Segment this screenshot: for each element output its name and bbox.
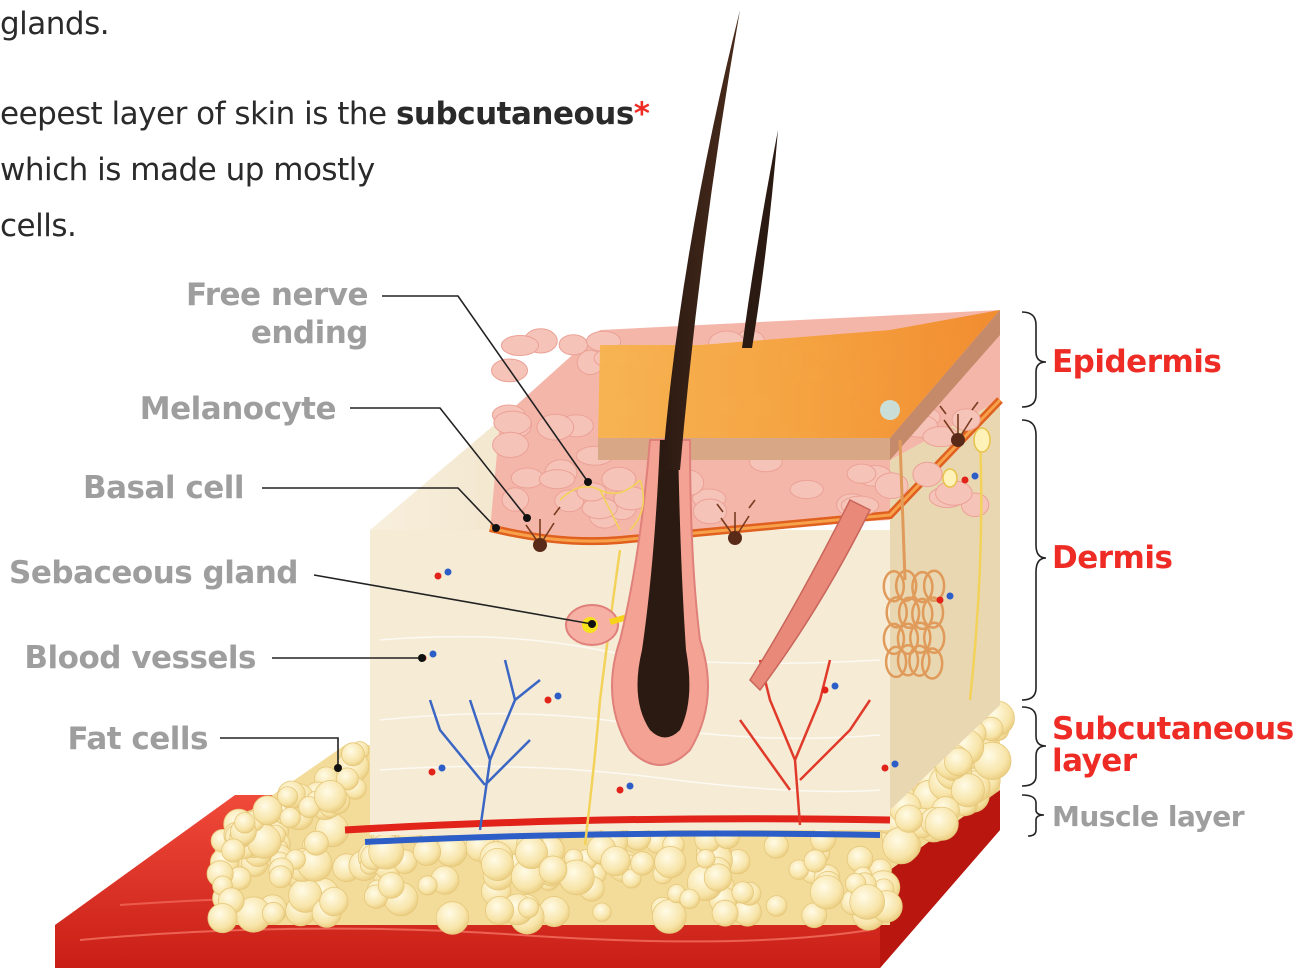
fat-cell (342, 743, 365, 766)
fat-cell (314, 781, 346, 813)
fat-cell (222, 839, 245, 862)
hair-shaft-small (742, 130, 778, 348)
epidermis-cell (494, 411, 531, 434)
fat-cell (631, 852, 654, 875)
footnote-asterisk: * (634, 96, 650, 132)
subcutaneous-brace (1022, 707, 1046, 786)
fat-cell (925, 807, 958, 840)
blue-blood-dot (555, 693, 562, 700)
fat-cell (280, 808, 300, 828)
fat-cell (696, 850, 715, 869)
epidermis-cell (511, 468, 543, 488)
blue-blood-dot (430, 651, 437, 658)
red-blood-dot (962, 477, 969, 484)
fat-cell (811, 827, 836, 852)
fat-cell (712, 900, 738, 926)
fat-cell (235, 813, 256, 834)
fat-cell (895, 805, 922, 832)
fat-cell (262, 902, 284, 924)
label-muscle-layer: Muscle layer (1052, 800, 1244, 833)
fat-cell (883, 827, 920, 864)
epidermis-cell (577, 483, 606, 501)
label-subcutaneous-line1: Subcutaneous (1052, 713, 1294, 745)
fat-cell (652, 900, 686, 934)
blue-blood-dot (947, 593, 954, 600)
muscle-brace (1022, 795, 1044, 836)
red-blood-dot (822, 687, 829, 694)
label-blood-vessels: Blood vessels (24, 639, 256, 677)
fat-cell (320, 887, 348, 915)
label-subcutaneous-layer: Subcutaneous layer (1052, 713, 1294, 777)
red-blood-dot (435, 573, 442, 580)
label-sebaceous-gland: Sebaceous gland (9, 554, 298, 592)
label-free-nerve-ending: Free nerve ending (186, 276, 368, 352)
melanocyte-body (533, 538, 547, 552)
epidermis-cell (913, 462, 942, 486)
melanocyte-body (951, 433, 965, 447)
fat-cell (253, 796, 282, 825)
epidermis-cell (539, 470, 574, 489)
fat-cell (378, 873, 404, 899)
red-blood-dot (937, 597, 944, 604)
label-free-nerve-line2: ending (186, 314, 368, 352)
epidermis-cell (501, 336, 538, 356)
subcutaneous-term: subcutaneous (396, 96, 634, 132)
fat-cell (208, 904, 237, 933)
layer-braces (1022, 312, 1046, 836)
melanocyte-body (728, 531, 742, 545)
fat-cell (766, 896, 787, 917)
fat-cell (418, 876, 437, 895)
nerve-receptor-2 (943, 469, 957, 487)
nerve-receptor (974, 428, 990, 452)
fat-cell (278, 787, 298, 807)
intro-line-1: glands. (0, 0, 109, 52)
label-melanocyte: Melanocyte (140, 390, 336, 428)
red-blood-dot (545, 697, 552, 704)
blue-blood-dot (439, 765, 446, 772)
label-epidermis: Epidermis (1052, 346, 1221, 378)
blue-blood-dot (832, 683, 839, 690)
fat-cell (804, 850, 826, 872)
fat-cell (732, 882, 754, 904)
blue-blood-dot (972, 473, 979, 480)
label-free-nerve-line1: Free nerve (186, 276, 368, 314)
label-basal-cell: Basal cell (83, 469, 244, 507)
label-dermis: Dermis (1052, 542, 1172, 574)
blue-blood-dot (627, 783, 634, 790)
fat-cell (680, 889, 700, 909)
label-fat-cells: Fat cells (68, 720, 209, 758)
intro-line-2-text: eepest layer of skin is the (0, 96, 396, 132)
fat-cell (436, 902, 469, 935)
epidermis-cell (559, 335, 588, 355)
fat-cell (270, 866, 292, 888)
epidermis-cell (790, 480, 823, 498)
fat-cell (304, 831, 328, 855)
epidermis-cell (493, 432, 529, 457)
fat-cell (593, 903, 611, 921)
fat-cell (655, 847, 686, 878)
intro-line-4: cells. (0, 198, 76, 254)
fat-cell (481, 848, 513, 880)
blue-blood-dot (445, 569, 452, 576)
fat-cell (485, 896, 513, 924)
fat-cell (850, 885, 885, 920)
fat-cell (764, 834, 788, 858)
blue-blood-dot (892, 761, 899, 768)
fat-cell (539, 856, 567, 884)
red-blood-dot (617, 787, 624, 794)
epidermis-brace (1022, 312, 1046, 407)
fat-cell (810, 875, 844, 909)
dermis-brace (1022, 420, 1046, 700)
intro-line-2: eepest layer of skin is the subcutaneous… (0, 86, 650, 142)
intro-line-3: which is made up mostly (0, 142, 375, 198)
fat-cell (601, 846, 630, 875)
label-subcutaneous-line2: layer (1052, 745, 1294, 777)
epidermis-cell (847, 464, 876, 483)
red-blood-dot (882, 765, 889, 772)
fat-cell (519, 898, 539, 918)
red-blood-dot (429, 769, 436, 776)
